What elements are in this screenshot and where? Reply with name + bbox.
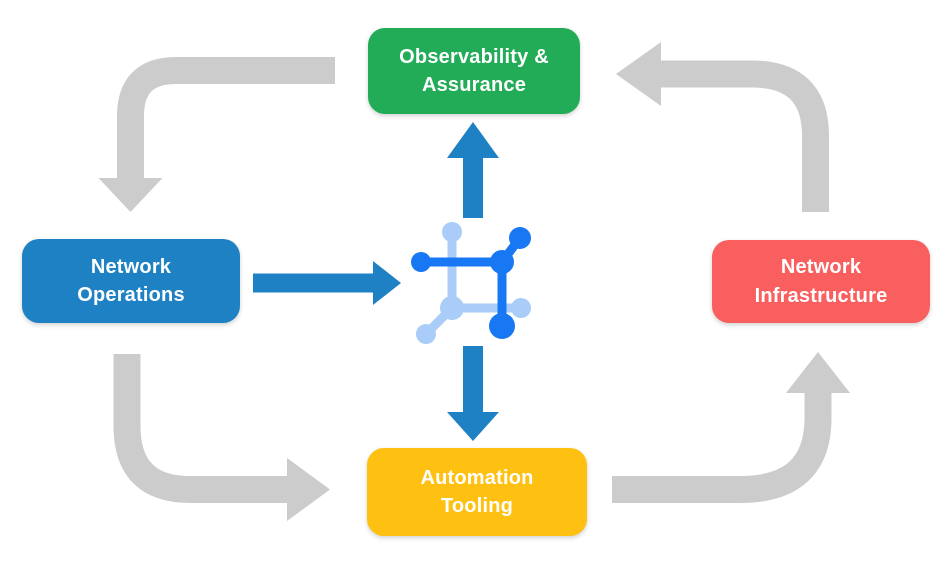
node-automation-tooling: Automation Tooling <box>367 448 587 536</box>
flow-arrow-automation-to-infrastructure-shaft <box>612 391 832 503</box>
network-platform-icon <box>411 222 531 344</box>
flow-arrow-operations-to-automation-shaft <box>113 354 288 503</box>
icon-node-dot <box>490 250 514 274</box>
icon-node-dot <box>411 252 431 272</box>
flow-arrow-operations-to-platform-head <box>373 261 401 305</box>
node-network-infrastructure: Network Infrastructure <box>712 240 930 323</box>
icon-node-dot <box>509 227 531 249</box>
icon-node-dot <box>416 324 436 344</box>
flow-arrow-infrastructure-to-observability-shaft <box>659 60 829 212</box>
flow-arrow-automation-to-infrastructure-head <box>786 352 850 393</box>
flow-arrow-observability-to-operations-shaft <box>117 57 335 179</box>
flow-arrow-platform-to-automation-head <box>447 412 499 441</box>
icon-node-dot <box>440 296 464 320</box>
node-network-operations: Network Operations <box>22 239 240 323</box>
flow-arrow-operations-to-automation-head <box>287 458 330 521</box>
icon-node-dot <box>511 298 531 318</box>
flow-arrow-infrastructure-to-observability-head <box>616 42 661 106</box>
icon-node-dot <box>489 313 515 339</box>
flow-arrow-observability-to-operations-head <box>98 178 163 212</box>
flow-arrow-platform-to-observability-head <box>447 122 499 158</box>
node-observability-assurance: Observability & Assurance <box>368 28 580 114</box>
icon-node-dot <box>442 222 462 242</box>
